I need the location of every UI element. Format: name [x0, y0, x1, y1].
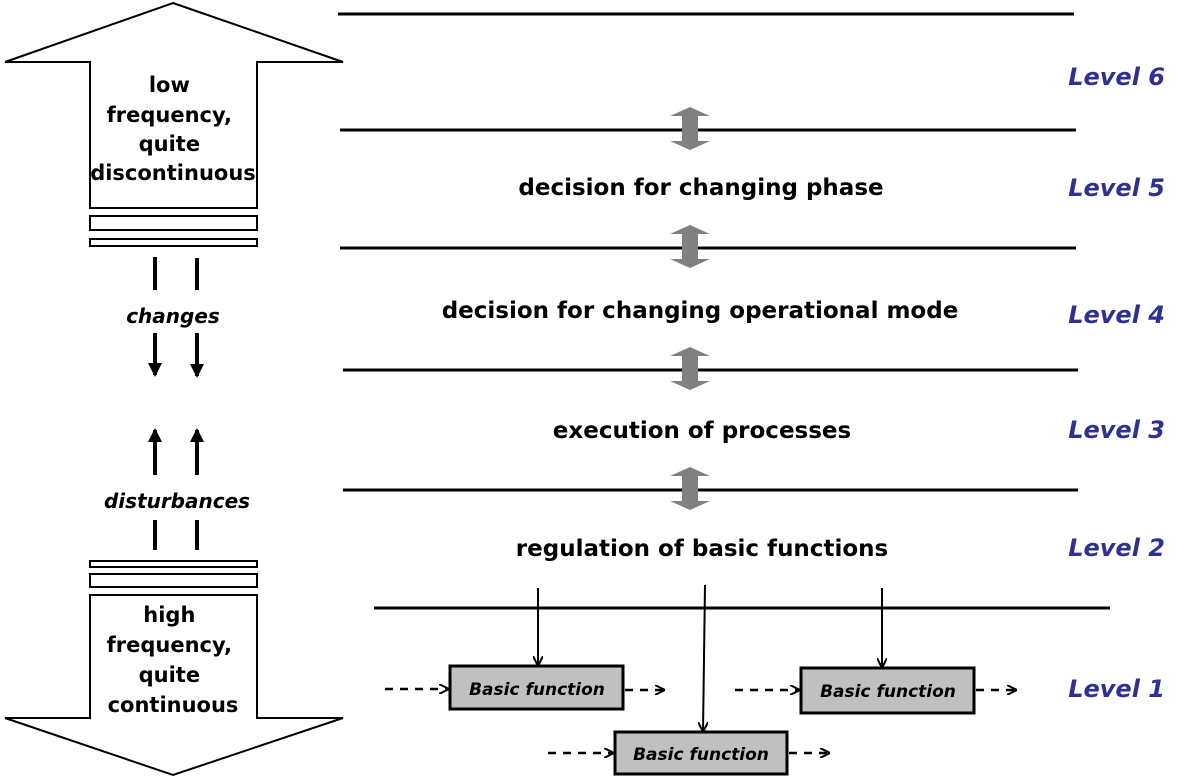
svg-text:low frequency, quite discontin: low frequency, quite discontinuous	[90, 73, 256, 185]
level-dividers	[338, 12, 1110, 610]
level-label: Level 3	[1068, 416, 1165, 444]
changes-label: changes	[126, 304, 220, 328]
basic-function-box: Basic function	[448, 664, 625, 711]
band	[89, 238, 258, 247]
layer-text: decision for changing phase	[518, 175, 883, 201]
level-label: Level 6	[1068, 63, 1165, 91]
level-connectors	[670, 107, 710, 510]
layer-text: decision for changing operational mode	[442, 298, 959, 324]
level-label: Level 1	[1068, 675, 1165, 703]
top-arrow-line: low	[149, 73, 190, 97]
up-arrow-shape	[4, 1, 344, 209]
basic-function-box: Basic function	[613, 730, 789, 776]
layer-text: regulation of basic functions	[516, 536, 888, 562]
bottom-arrow-line: continuous	[108, 693, 239, 717]
basic-function-box: Basic function	[799, 666, 976, 715]
control-arrows	[538, 584, 882, 731]
double-arrow-icon	[670, 467, 710, 510]
level-label: Level 5	[1068, 174, 1165, 202]
top-arrow-line: quite	[139, 132, 200, 156]
layer-text: execution of processes	[553, 418, 851, 444]
top-arrow-line: discontinuous	[90, 161, 256, 185]
basic-function-label: Basic function	[820, 682, 956, 702]
bottom-arrow-line: frequency,	[107, 633, 232, 657]
svg-text:high frequency, quite continuo: high frequency, quite continuous	[107, 603, 240, 717]
bottom-arrow-line: high	[143, 603, 195, 627]
band	[89, 560, 258, 568]
double-arrow-icon	[670, 107, 710, 150]
band	[89, 215, 258, 231]
down-arrow-shape	[4, 594, 344, 777]
changes-arrows	[148, 257, 204, 550]
double-arrow-icon	[670, 347, 710, 390]
bottom-arrow-line: quite	[139, 663, 200, 687]
level-label: Level 2	[1068, 534, 1165, 562]
basic-function-label: Basic function	[633, 745, 769, 765]
disturbances-label: disturbances	[104, 489, 250, 513]
top-arrow-line: frequency,	[107, 103, 232, 127]
double-arrow-icon	[670, 225, 710, 268]
basic-function-label: Basic function	[469, 680, 605, 700]
flow-arrows	[385, 689, 1016, 753]
level-label: Level 4	[1068, 301, 1165, 329]
band	[89, 573, 258, 588]
